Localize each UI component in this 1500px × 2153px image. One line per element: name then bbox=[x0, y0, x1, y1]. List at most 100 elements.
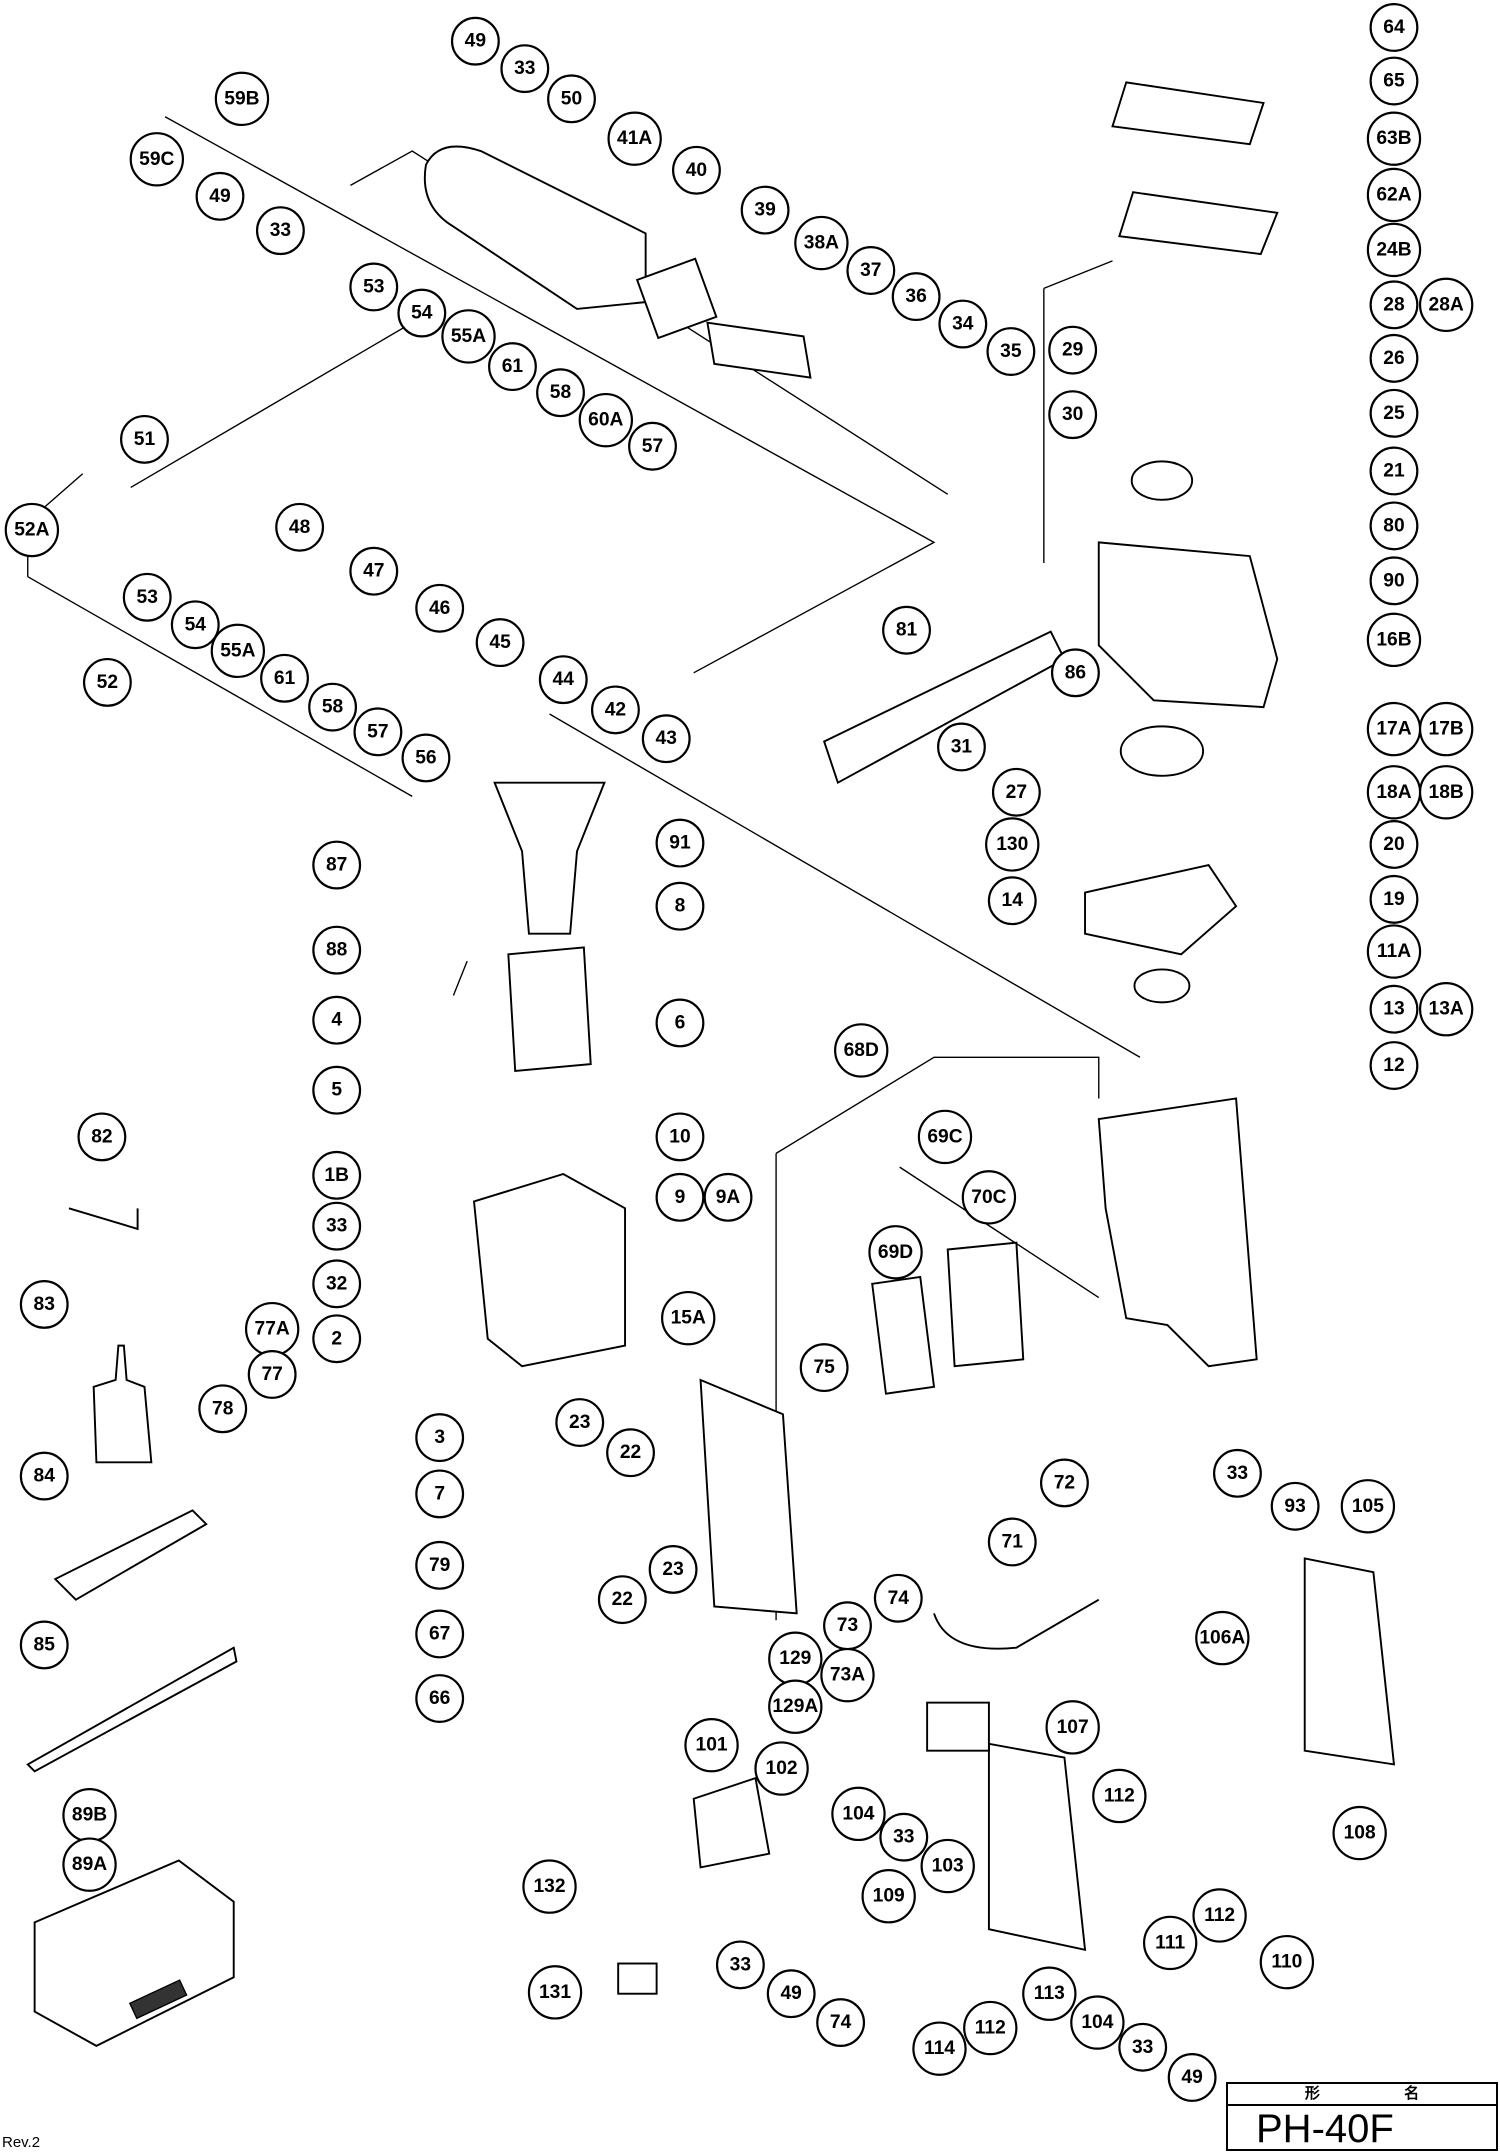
callout-number: 84 bbox=[34, 1466, 56, 1487]
callout-part-69D: 69D bbox=[868, 1225, 923, 1280]
callout-circle bbox=[1369, 556, 1419, 606]
callout-number: 19 bbox=[1383, 889, 1404, 910]
callout-part-53: 53 bbox=[122, 572, 172, 622]
callout-number: 112 bbox=[1204, 1905, 1235, 1926]
callout-number: 111 bbox=[1155, 1932, 1185, 1953]
callout-part-49: 49 bbox=[766, 1969, 816, 2019]
callout-part-22: 22 bbox=[606, 1428, 655, 1478]
callout-part-9: 9 bbox=[655, 1172, 705, 1222]
callout-circle bbox=[312, 1201, 362, 1251]
callout-number: 47 bbox=[363, 561, 384, 582]
callout-part-9A: 9A bbox=[703, 1172, 753, 1222]
callout-circle bbox=[754, 1741, 809, 1796]
callout-number: 2 bbox=[331, 1328, 342, 1349]
callout-circle bbox=[891, 272, 941, 322]
callout-number: 31 bbox=[951, 736, 973, 757]
callout-circle bbox=[1070, 1995, 1125, 2050]
callout-part-77A: 77A bbox=[244, 1301, 300, 1357]
callout-part-50: 50 bbox=[547, 74, 596, 124]
callout-number: 71 bbox=[1002, 1531, 1024, 1552]
callout-circle bbox=[1369, 820, 1419, 869]
callout-circle bbox=[1369, 446, 1419, 496]
callout-part-112: 112 bbox=[1192, 1888, 1247, 1943]
callout-circle bbox=[882, 605, 931, 655]
callout-part-55A: 55A bbox=[441, 309, 496, 364]
cylinder-part bbox=[706, 321, 812, 379]
callout-number: 22 bbox=[620, 1442, 641, 1463]
callout-part-79: 79 bbox=[415, 1540, 465, 1590]
callout-circle bbox=[255, 206, 305, 256]
callout-part-108: 108 bbox=[1332, 1805, 1387, 1861]
callout-number: 17A bbox=[1376, 719, 1411, 740]
handle-part bbox=[423, 145, 647, 310]
callout-circle bbox=[1050, 648, 1100, 698]
callout-part-28: 28 bbox=[1369, 280, 1419, 330]
callout-number: 10 bbox=[669, 1126, 690, 1147]
callout-circle bbox=[1366, 111, 1422, 166]
callout-circle bbox=[831, 1786, 886, 1842]
callout-number: 63B bbox=[1376, 128, 1411, 149]
callout-number: 23 bbox=[569, 1412, 590, 1433]
callout-number: 93 bbox=[1284, 1496, 1305, 1517]
callout-part-66: 66 bbox=[415, 1674, 465, 1723]
callout-circle bbox=[768, 1679, 823, 1734]
callout-circle bbox=[1366, 612, 1422, 668]
callout-circle bbox=[766, 1969, 816, 2019]
callout-circle bbox=[349, 262, 399, 312]
callout-circle bbox=[879, 1812, 929, 1862]
part-drawings bbox=[26, 81, 1396, 2047]
callout-part-47: 47 bbox=[349, 546, 399, 596]
callout-circle bbox=[122, 572, 172, 622]
callout-part-22: 22 bbox=[597, 1575, 647, 1625]
callout-number: 86 bbox=[1065, 662, 1086, 683]
callout-number: 70C bbox=[971, 1187, 1006, 1208]
callout-number: 129 bbox=[779, 1648, 811, 1669]
grip-part bbox=[699, 1378, 798, 1615]
callout-circle bbox=[986, 327, 1036, 376]
callout-part-17A: 17A bbox=[1366, 701, 1422, 757]
callout-part-130: 130 bbox=[985, 817, 1040, 872]
callout-circle bbox=[210, 623, 266, 679]
callout-circle bbox=[555, 1398, 605, 1447]
callout-circle bbox=[62, 1837, 117, 1892]
callout-circle bbox=[1366, 167, 1422, 223]
callout-number: 55A bbox=[451, 326, 486, 347]
callout-circle bbox=[799, 1343, 849, 1393]
callout-circle bbox=[1340, 1479, 1396, 1534]
callout-circle bbox=[834, 1023, 889, 1078]
callout-number: 59C bbox=[139, 149, 174, 170]
callout-part-85: 85 bbox=[19, 1620, 69, 1670]
callout-circle bbox=[19, 1620, 69, 1670]
callout-part-72: 72 bbox=[1039, 1458, 1089, 1508]
callout-circle bbox=[920, 1838, 975, 1894]
callout-part-61: 61 bbox=[488, 342, 537, 392]
callout-circle bbox=[846, 246, 896, 295]
callout-circle bbox=[538, 655, 588, 705]
callout-part-39: 39 bbox=[740, 185, 790, 235]
callout-circle bbox=[1369, 280, 1419, 330]
callout-circle bbox=[1022, 1966, 1077, 2021]
callout-part-19: 19 bbox=[1369, 874, 1419, 924]
callout-number: 59B bbox=[224, 88, 259, 109]
callout-number: 9 bbox=[675, 1187, 686, 1208]
callout-part-58: 58 bbox=[308, 682, 358, 732]
callout-part-10: 10 bbox=[655, 1112, 705, 1162]
callout-number: 77 bbox=[261, 1364, 282, 1385]
callout-number: 50 bbox=[561, 88, 582, 109]
callout-circle bbox=[963, 2000, 1018, 2056]
callout-circle bbox=[450, 16, 500, 66]
callout-part-33: 33 bbox=[715, 1940, 765, 1990]
rear-handle-part bbox=[1303, 1557, 1396, 1766]
callout-part-80: 80 bbox=[1369, 501, 1419, 551]
callout-part-33: 33 bbox=[255, 206, 305, 256]
callout-part-73: 73 bbox=[823, 1601, 872, 1651]
callout-circle bbox=[1167, 2053, 1217, 2102]
callout-part-103: 103 bbox=[920, 1838, 975, 1894]
callout-part-109: 109 bbox=[861, 1869, 916, 1924]
callout-circle bbox=[1418, 701, 1474, 757]
callout-circle bbox=[19, 1279, 69, 1329]
callout-part-17B: 17B bbox=[1418, 701, 1474, 757]
callout-number: 112 bbox=[975, 2018, 1006, 2039]
callout-circle bbox=[170, 600, 220, 650]
